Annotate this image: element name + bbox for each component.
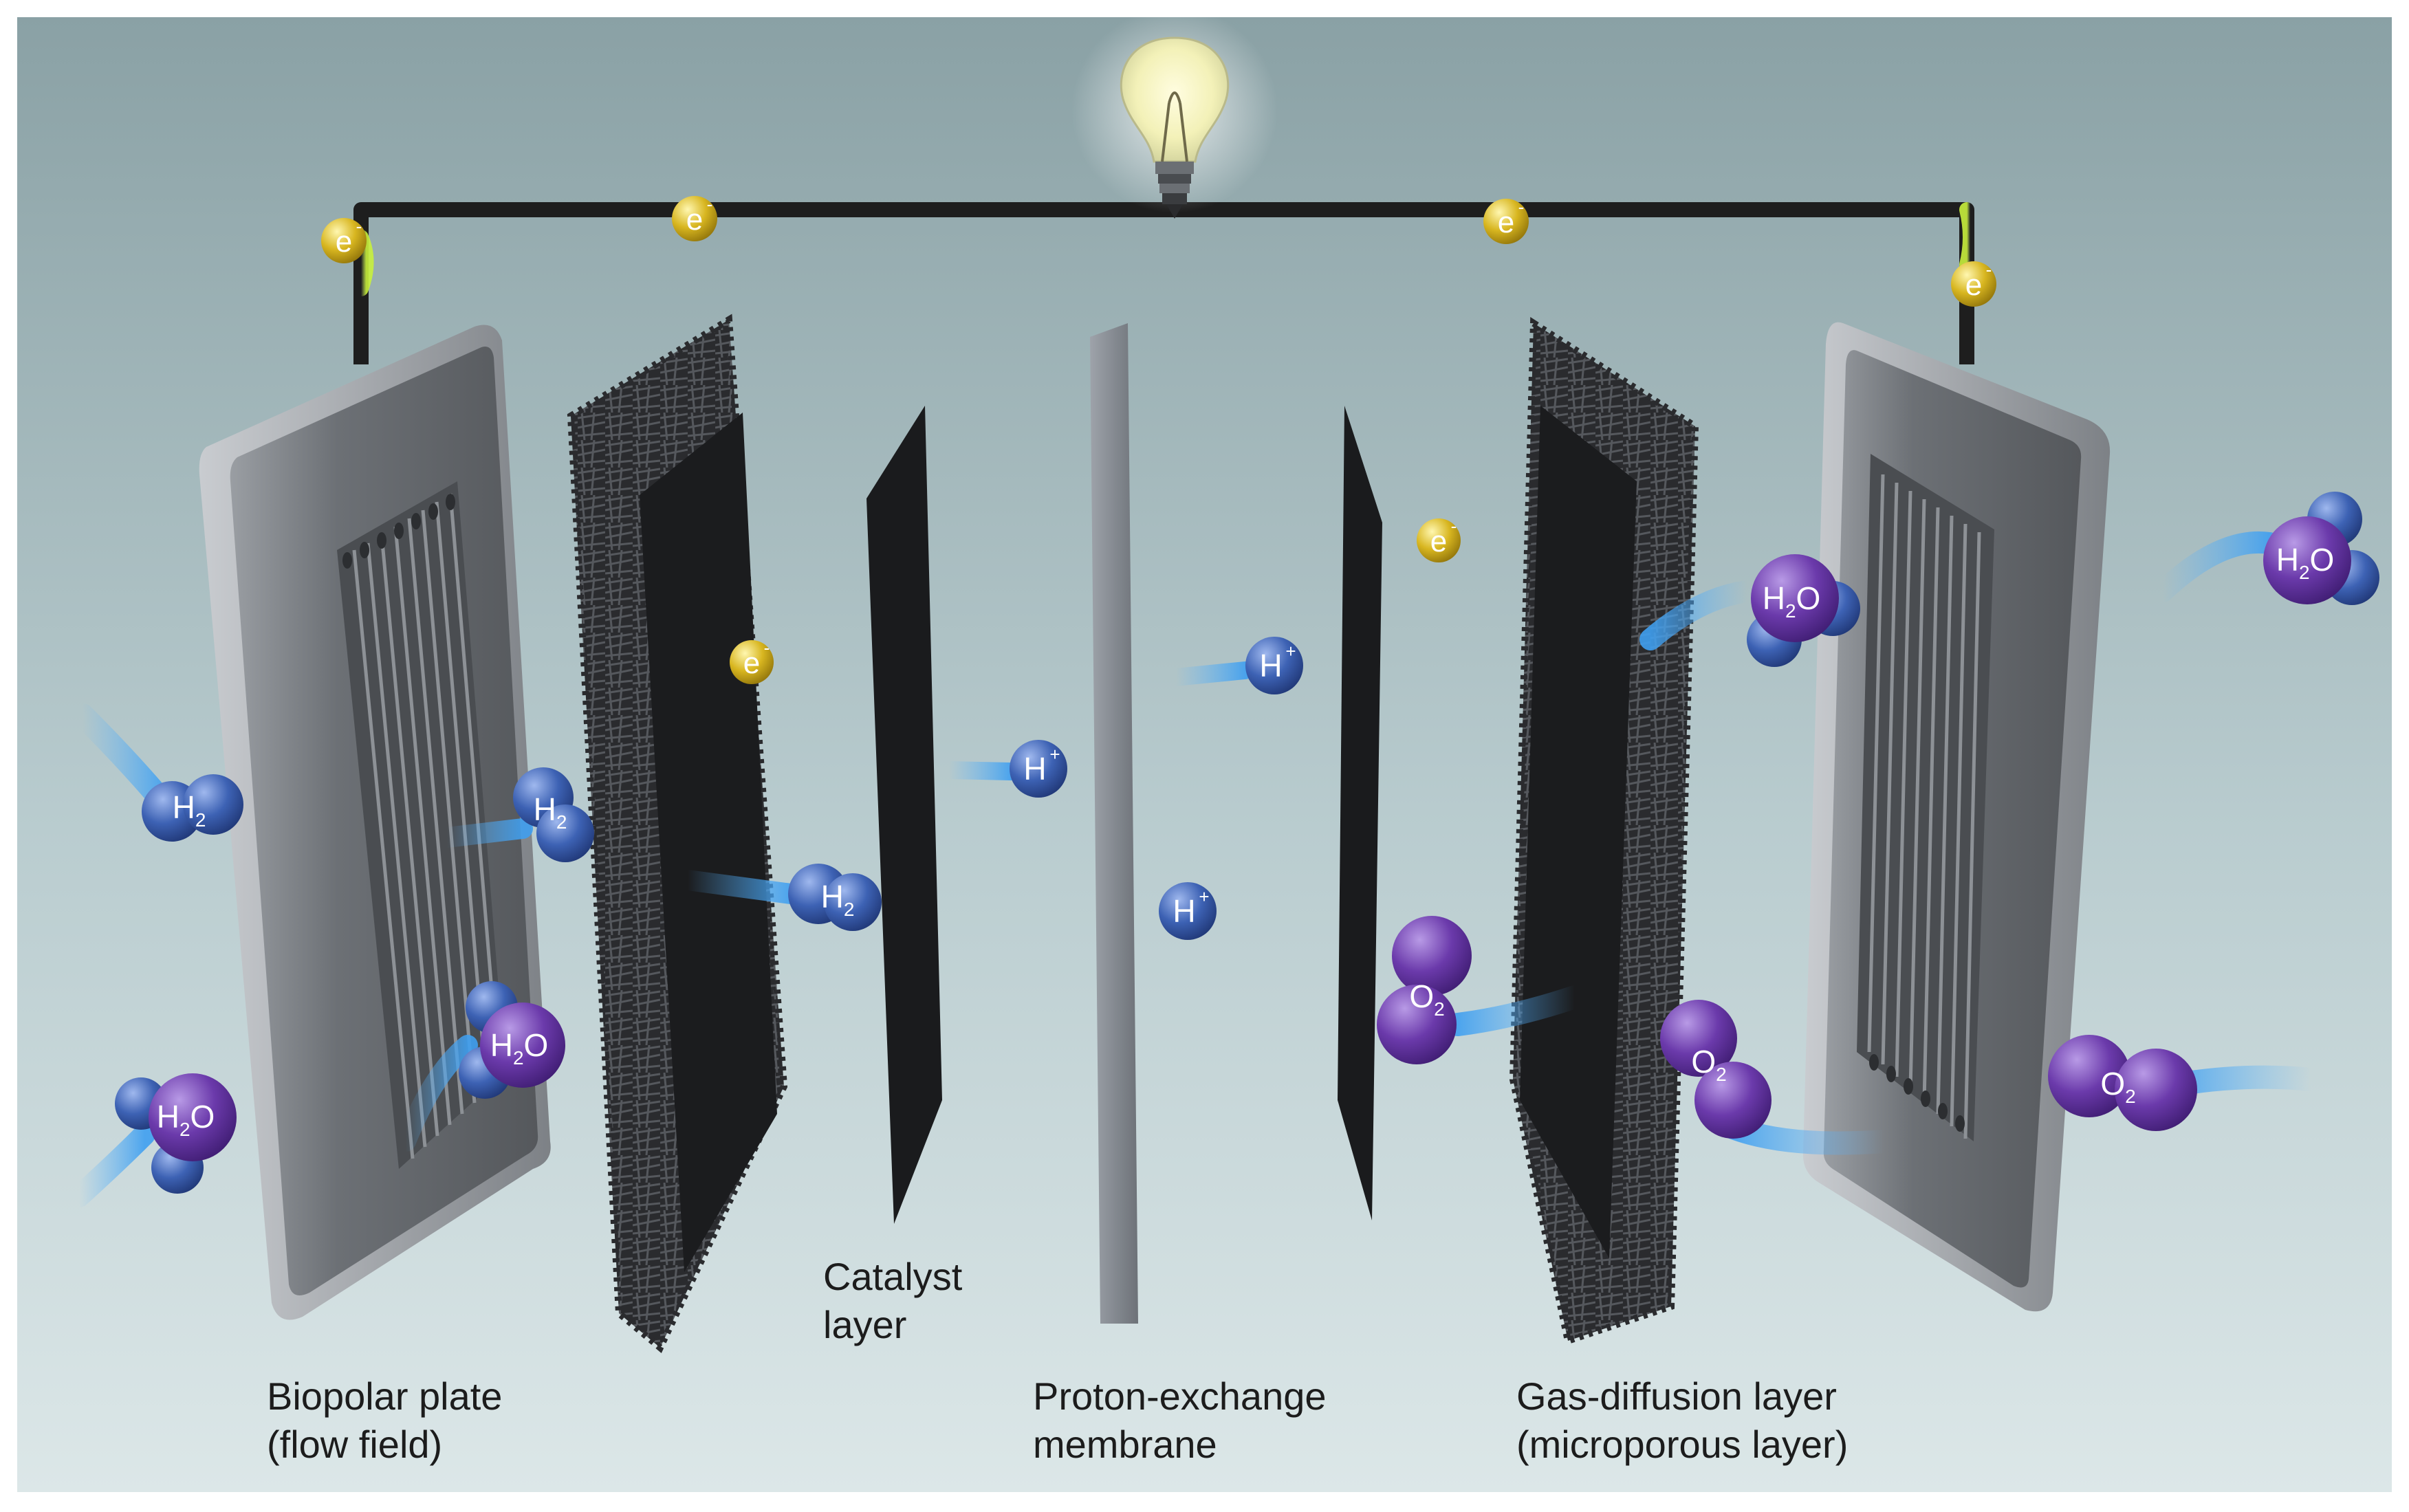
svg-text:e: e	[1498, 206, 1514, 239]
membrane-label: Proton-exchange membrane	[1033, 1374, 1327, 1466]
oxygen-molecule-2: O2	[1660, 1000, 1896, 1155]
right-bipolar-plate	[1802, 322, 2111, 1312]
electron-cathode: e -	[1417, 516, 1524, 562]
proton-exchange-membrane	[1090, 323, 1138, 1324]
water-molecule-right-inner: H2O	[1639, 554, 1860, 667]
electron-wire-right-mid: e -	[1429, 197, 1529, 244]
water-molecule-left-outer: H2O	[68, 1073, 237, 1207]
svg-text:O2: O2	[1409, 978, 1444, 1020]
svg-text:H2: H2	[173, 789, 206, 831]
oxygen-molecule-3: O2	[2048, 1035, 2322, 1131]
electron-label: e	[336, 225, 352, 259]
svg-text:H2: H2	[821, 879, 855, 920]
light-bulb-icon	[1071, 7, 1278, 219]
electron-wire-left-mid: e -	[611, 194, 717, 241]
svg-text:O2: O2	[2100, 1066, 2135, 1107]
svg-text:e: e	[1965, 268, 1982, 302]
svg-text:e: e	[1430, 525, 1447, 558]
oxygen-molecule-1: O2	[1377, 916, 1587, 1064]
water-molecule-left-inner: H2O	[395, 981, 565, 1152]
hydrogen-molecule-2: H2	[437, 767, 594, 862]
water-molecule-right-outer: H2O	[2152, 492, 2379, 605]
svg-text:-: -	[1518, 197, 1525, 217]
svg-text:-: -	[764, 637, 770, 658]
proton-3: H +	[1084, 882, 1217, 940]
svg-text:H: H	[1173, 893, 1195, 929]
svg-text:H2O: H2O	[2276, 542, 2335, 583]
right-gas-diffusion-layer	[1509, 317, 1699, 1346]
proton-1: H +	[1167, 637, 1303, 694]
catalyst-layer-label: Catalyst layer	[823, 1255, 963, 1346]
gas-diffusion-layer-label: Gas-diffusion layer (microporous layer)	[1516, 1374, 1849, 1466]
svg-text:H2: H2	[534, 791, 567, 833]
svg-text:-: -	[707, 194, 713, 215]
left-catalyst-layer	[866, 406, 942, 1224]
svg-text:H: H	[1023, 751, 1046, 787]
svg-text:e: e	[743, 646, 760, 680]
electron-wire-right-top: e -	[1951, 202, 1996, 307]
svg-text:O2: O2	[1691, 1044, 1726, 1085]
svg-text:e: e	[686, 203, 703, 237]
svg-text:+: +	[1049, 744, 1060, 765]
svg-text:H2O: H2O	[1763, 580, 1821, 622]
svg-text:+: +	[1285, 641, 1296, 661]
left-gas-diffusion-layer	[567, 314, 788, 1353]
svg-text:-: -	[356, 216, 362, 237]
proton-2: H +	[940, 740, 1067, 798]
svg-text:-: -	[1451, 516, 1457, 536]
svg-text:+: +	[1199, 886, 1209, 907]
svg-text:H2O: H2O	[490, 1027, 549, 1069]
electron-anode: e -	[730, 637, 826, 684]
svg-text:H: H	[1259, 648, 1282, 683]
bipolar-plate-label: Biopolar plate (flow field)	[267, 1374, 503, 1466]
right-catalyst-layer	[1338, 406, 1382, 1220]
svg-text:H2O: H2O	[157, 1099, 215, 1140]
hydrogen-molecule-1: H2	[71, 703, 243, 842]
electron-wire-left-top: e -	[321, 216, 374, 296]
svg-text:-: -	[1986, 259, 1992, 280]
hydrogen-molecule-3: H2	[677, 864, 882, 931]
